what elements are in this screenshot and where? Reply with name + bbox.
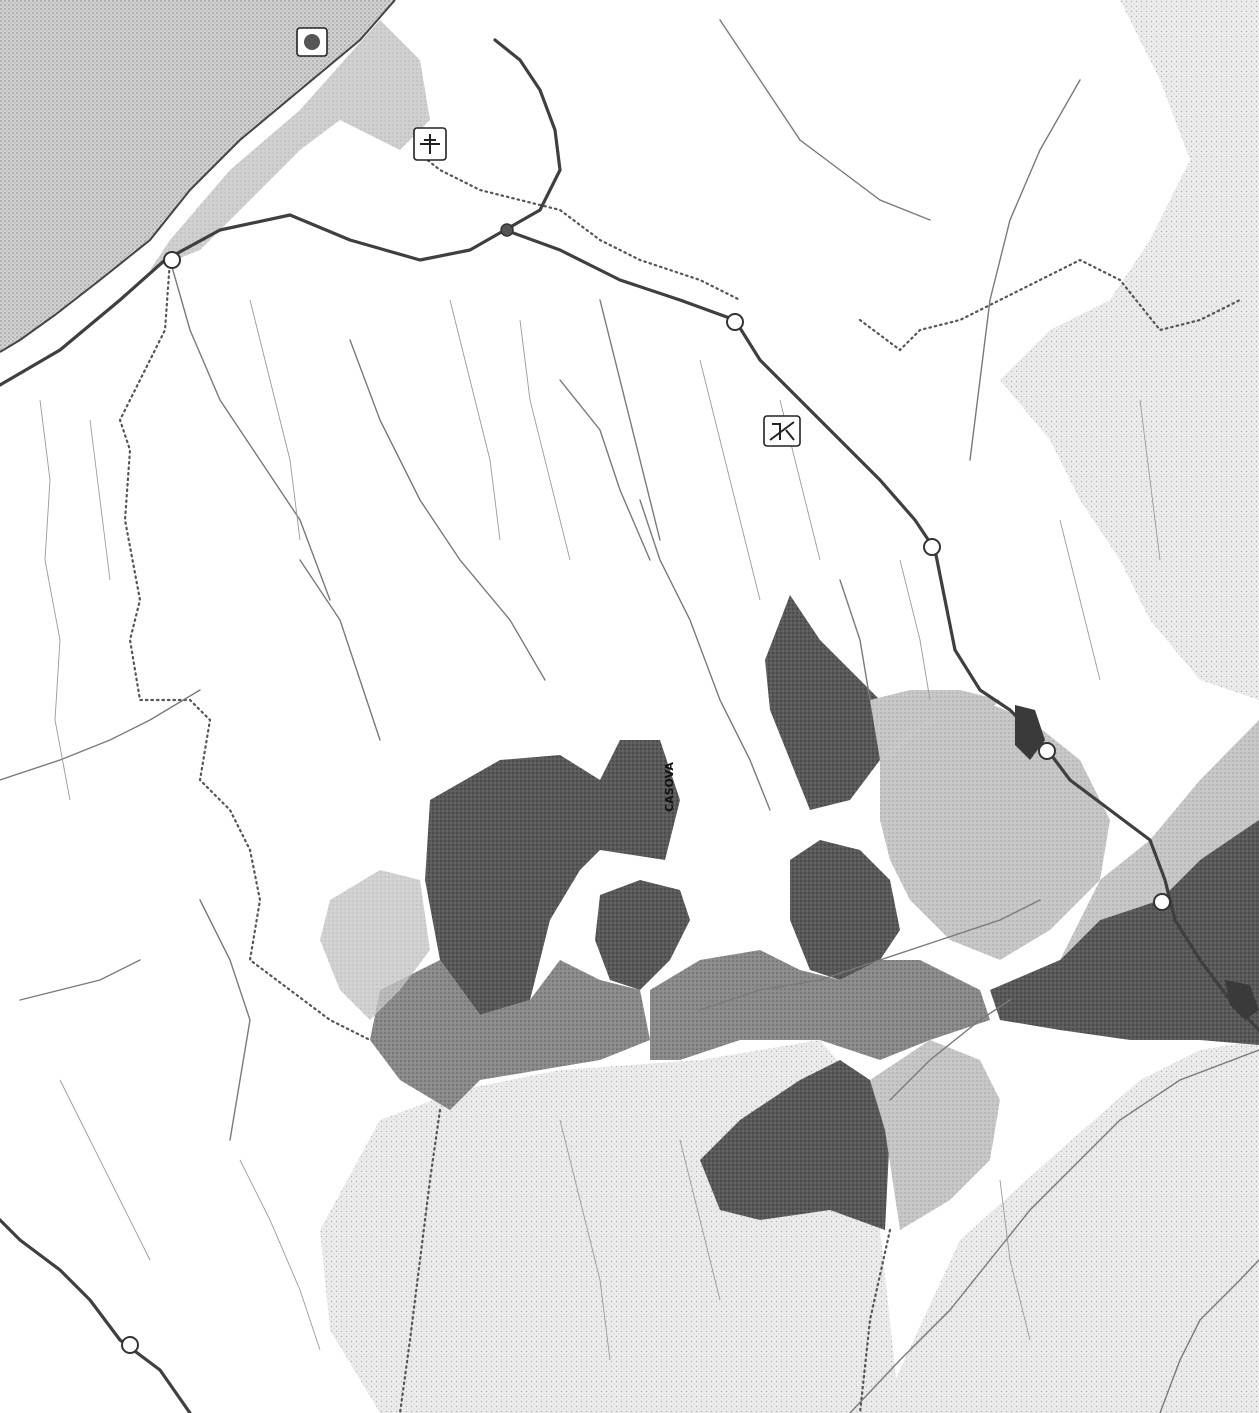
coastline <box>0 0 396 353</box>
zone-mid-4 <box>870 690 1000 760</box>
junction-node[interactable] <box>726 313 744 331</box>
railway-station-icon[interactable] <box>763 415 801 447</box>
zone-mid-1 <box>370 960 650 1110</box>
minor-lines <box>39 299 1161 1361</box>
airport-icon[interactable] <box>413 127 447 161</box>
zone-pale-7 <box>320 870 430 1020</box>
upland-area-east <box>1000 0 1259 700</box>
coastal-urban-area <box>150 20 430 270</box>
junction-node[interactable] <box>163 251 181 269</box>
zone-pale-5 <box>1060 720 1259 960</box>
zone-dark-4 <box>700 1060 890 1230</box>
urban-area-east <box>1015 705 1045 760</box>
junction-node[interactable] <box>1153 893 1171 911</box>
zone-mid-3 <box>880 700 1110 960</box>
junction-markers <box>121 223 1171 1354</box>
zone-mid-2 <box>650 950 990 1060</box>
place-label-casova: CASOVA <box>663 762 676 812</box>
secondary-roads <box>0 19 1259 1413</box>
zone-dark-3 <box>790 840 900 980</box>
zone-dark-5 <box>990 820 1259 1045</box>
zone-dark-2 <box>765 595 880 810</box>
junction-node[interactable] <box>500 223 514 237</box>
highway-network <box>0 38 1259 1413</box>
zone-dark-6 <box>595 880 690 990</box>
ferry-port-icon[interactable] <box>296 27 328 57</box>
junction-node[interactable] <box>1038 742 1056 760</box>
junction-node[interactable] <box>121 1336 139 1354</box>
boundary-lines <box>118 148 1242 1413</box>
zone-dark-1 <box>425 740 680 1015</box>
sea-area <box>0 0 395 352</box>
urban-area-southeast <box>1225 980 1259 1020</box>
upland-area-southeast <box>880 1040 1259 1413</box>
junction-node[interactable] <box>923 538 941 556</box>
